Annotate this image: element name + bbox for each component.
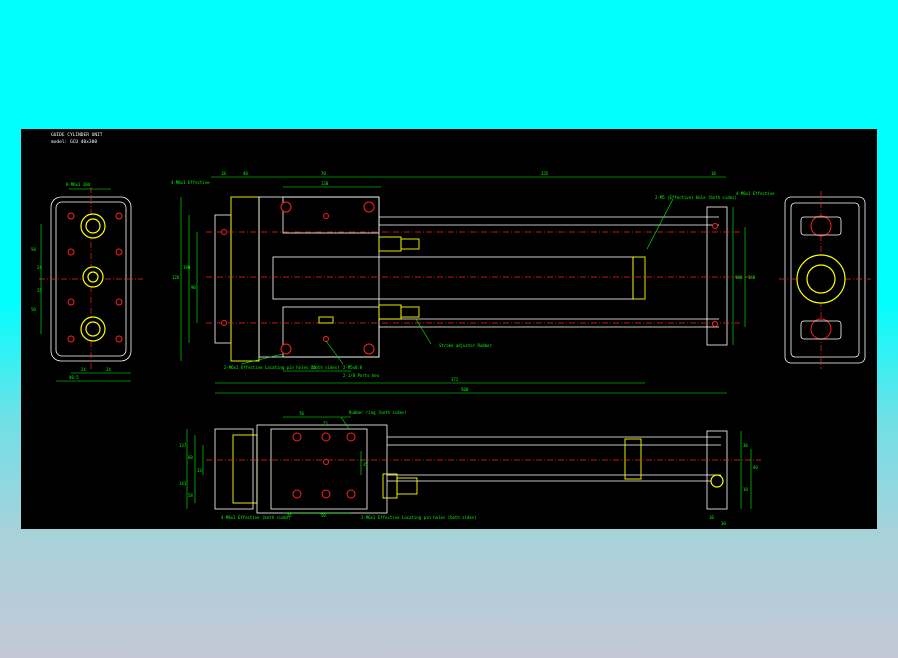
side-callout-top: 8-M6x1 20d — [66, 182, 91, 187]
bottom-dim-left-5: 58 — [188, 493, 193, 498]
bottom-view: 70 25 Rubber ring (both sides) 137 60 33… — [179, 410, 761, 526]
bottom-dim-bottom-1: 25 — [287, 513, 292, 518]
title-line-2: model: GCU 40x300 — [51, 139, 97, 145]
right-end-view — [779, 191, 871, 369]
front-callout-fittings: 2-M5x0.8 — [343, 365, 363, 370]
bottom-dim-right-1: 30 — [743, 443, 748, 448]
bottom-dim-left-2: 60 — [188, 455, 193, 460]
cad-drawing-svg: GUIDE CYLINDER UNIT model: GCU 40x300 8-… — [31, 132, 871, 526]
front-view: 18 40 70 130 335 10 4-M8x1 Effective 4-M… — [171, 171, 775, 394]
front-dim-bottom-2: 500 — [461, 387, 469, 392]
front-dim-right-2: 148 — [748, 275, 756, 280]
front-dim-top-5: 335 — [541, 171, 549, 176]
title-line-1: GUIDE CYLINDER UNIT — [51, 132, 103, 138]
side-view: 8-M6x1 20d 50 24 25 50 24 24 48.5 — [31, 182, 143, 382]
bottom-dim-top-2: 25 — [323, 421, 328, 426]
front-dim-top-3: 70 — [321, 171, 326, 176]
bottom-dim-bottom-2: 50 — [321, 513, 326, 518]
front-dim-top-2: 40 — [243, 171, 248, 176]
bottom-dim-right-2: 40 — [753, 465, 758, 470]
bottom-callout-top: Rubber ring (both sides) — [349, 410, 407, 415]
front-callout-sensor: 2-M5 (Effective) Hole (both sides) — [655, 195, 737, 200]
side-dim-bottom-2: 24 — [106, 367, 111, 372]
side-dim-left-2: 24 — [37, 265, 42, 270]
bottom-dim-left-3: 33 — [197, 468, 202, 473]
front-dim-bottom-1: 372 — [451, 377, 459, 382]
cad-drawing-canvas: GUIDE CYLINDER UNIT model: GCU 40x300 8-… — [21, 129, 877, 529]
front-dim-top-4: 130 — [321, 181, 329, 186]
bottom-dim-right-5: 30 — [721, 521, 726, 526]
bottom-dim-left-4: 141 — [179, 481, 187, 486]
front-callout-stopper: Stroke adjuster Rubber — [439, 343, 493, 348]
front-hole-callout-left: 4-M8x1 Effective — [171, 180, 210, 185]
front-callout-port: 2-1/8 Ports hex — [343, 373, 380, 378]
bottom-dim-right-4: 10 — [709, 515, 714, 520]
side-dim-left-1: 50 — [31, 247, 36, 252]
side-dim-bottom-3: 48.5 — [69, 375, 79, 380]
side-dim-left-4: 50 — [31, 307, 36, 312]
bottom-dim-top-1: 70 — [299, 411, 304, 416]
bottom-dim-left-1: 137 — [179, 443, 187, 448]
front-dim-left-2: 190 — [183, 265, 191, 270]
side-dim-bottom-1: 24 — [81, 367, 86, 372]
bottom-dim-right-3: 18 — [743, 487, 748, 492]
bottom-callout-left: 4-M8x1 Effective (both sides) — [221, 515, 291, 520]
front-dim-right-1: 180 — [735, 275, 743, 280]
side-dim-left-3: 25 — [37, 288, 42, 293]
front-dim-top-6: 10 — [711, 171, 716, 176]
front-dim-top-1: 18 — [221, 171, 226, 176]
front-dim-bottom-inner: 20 — [311, 365, 316, 370]
front-dim-left-1: 126 — [172, 275, 180, 280]
bottom-callout-right: 2-M6x1 Effective Locating pin holes (bot… — [361, 515, 477, 520]
bottom-dim-inner: 35 — [363, 462, 368, 467]
front-callout-mount: 2-M6x1 Effective Locating pin holes (bot… — [224, 365, 340, 370]
front-hole-callout-right: 4-M8x1 Effective — [736, 191, 775, 196]
front-dim-left-3: 90 — [191, 285, 196, 290]
